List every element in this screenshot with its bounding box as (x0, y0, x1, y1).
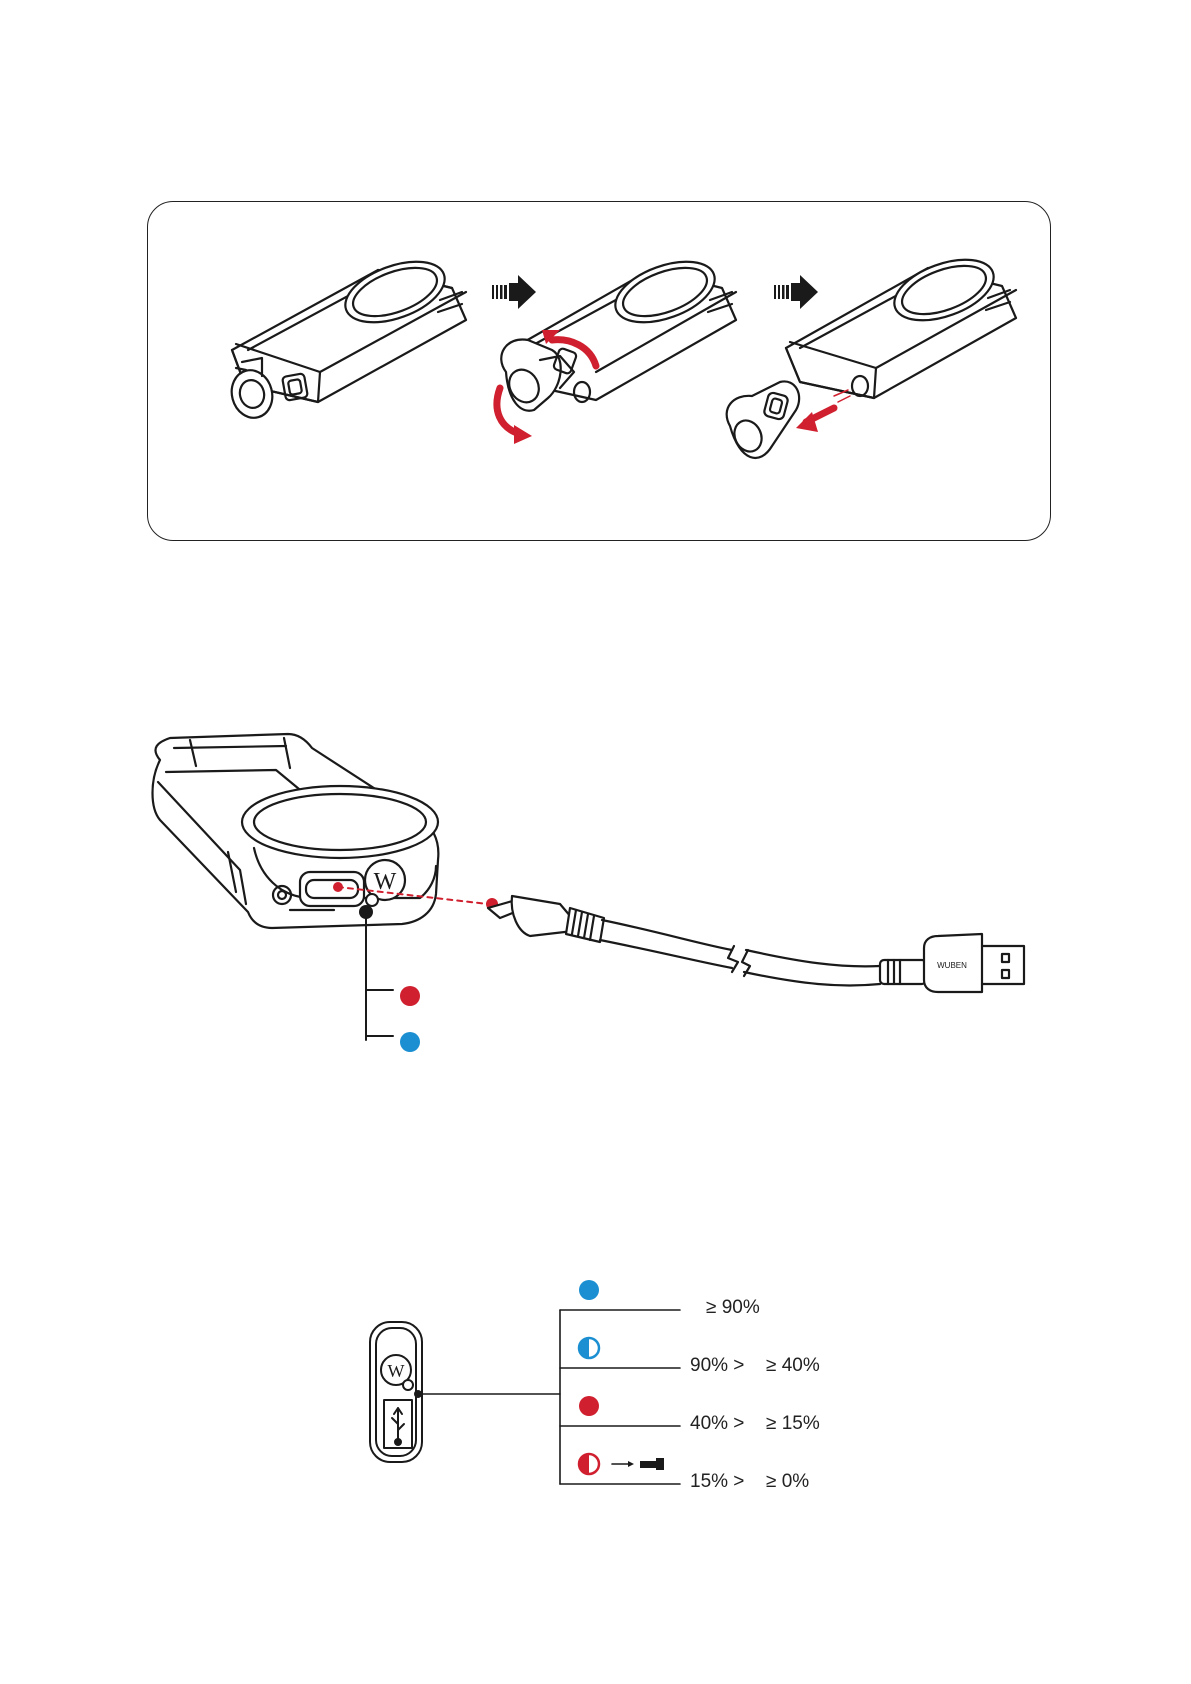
port-closeup: W (370, 1322, 422, 1462)
flashlight-note (612, 1458, 664, 1470)
level-3-lower: ≥ 15% (766, 1413, 820, 1435)
level-4-lower: ≥ 0% (766, 1471, 809, 1493)
level-2-lower: ≥ 40% (766, 1355, 820, 1377)
step2-device (501, 250, 736, 411)
step3-device (727, 248, 1016, 458)
usb-cable: WUBEN (488, 896, 1024, 992)
closeup-logo-letter: W (388, 1361, 405, 1381)
arrow-right-icon-2 (774, 275, 818, 309)
arrow-right-icon (492, 275, 536, 309)
blue-solid-icon (579, 1280, 599, 1300)
level-tree (418, 1310, 680, 1484)
flashlight-icon (640, 1461, 656, 1468)
blue-half-icon (579, 1338, 599, 1358)
cable-brand-label: WUBEN (937, 961, 967, 970)
red-half-icon (579, 1454, 599, 1474)
step1-device (226, 250, 466, 423)
level-2-upper: 90% > (690, 1355, 744, 1377)
red-solid-icon (579, 1396, 599, 1416)
charging-device: W (153, 734, 439, 928)
level-1-lower: ≥ 90% (706, 1297, 760, 1319)
red-dot-icon (400, 986, 420, 1006)
blue-dot-icon (400, 1032, 420, 1052)
level-3-upper: 40% > (690, 1413, 744, 1435)
pull-out-icon (796, 390, 850, 432)
level-icons (579, 1280, 599, 1474)
level-4-upper: 15% > (690, 1471, 744, 1493)
